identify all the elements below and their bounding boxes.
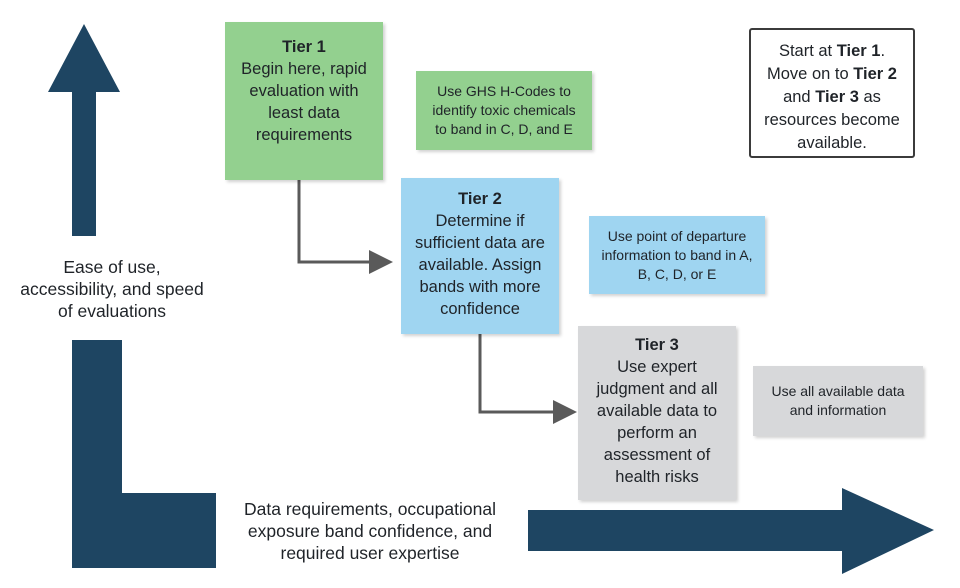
legend-part1: Start at: [778, 42, 837, 60]
horizontal-axis-arrow-base: [72, 340, 216, 568]
tier1-box: Tier 1 Begin here, rapid evaluation with…: [225, 22, 383, 180]
legend-tier1: Tier 1: [836, 42, 881, 60]
horizontal-axis-label-text: Data requirements, occupational exposure…: [244, 499, 496, 563]
legend-part4: as resources become available.: [764, 88, 900, 152]
tier1-title: Tier 1: [282, 38, 326, 56]
horizontal-axis-label: Data requirements, occupational exposure…: [218, 498, 522, 564]
tier2-box: Tier 2 Determine if sufficient data are …: [401, 178, 559, 334]
vertical-axis-arrow: [48, 24, 120, 236]
tier3-text: Use expert judgment and all available da…: [596, 358, 718, 486]
tier3-box: Tier 3 Use expert judgment and all avail…: [578, 326, 736, 500]
tier1-text: Begin here, rapid evaluation with least …: [241, 60, 367, 144]
tier1-note: Use GHS H-Codes to identify toxic chemic…: [416, 71, 592, 150]
tier2-note-text: Use point of departure information to ba…: [601, 227, 753, 282]
tier2-note: Use point of departure information to ba…: [589, 216, 765, 294]
connector-tier2-tier3: [478, 334, 554, 414]
tier2-title: Tier 2: [458, 190, 502, 208]
tier3-title: Tier 3: [635, 336, 679, 354]
connector-tier1-tier2: [297, 180, 370, 264]
vertical-axis-label-text: Ease of use, accessibility, and speed of…: [20, 257, 204, 321]
instructions-box: Start at Tier 1. Move on to Tier 2 and T…: [749, 28, 915, 158]
legend-part3: and: [783, 88, 816, 106]
tier2-text: Determine if sufficient data are availab…: [415, 212, 545, 318]
vertical-axis-label: Ease of use, accessibility, and speed of…: [14, 256, 210, 322]
legend-part2: . Move on to: [767, 42, 886, 83]
legend-tier2: Tier 2: [853, 65, 897, 83]
connector-tier2-arrowhead: [553, 400, 577, 424]
horizontal-axis-arrow-head: [528, 488, 934, 574]
legend-tier3: Tier 3: [815, 88, 859, 106]
tier1-note-text: Use GHS H-Codes to identify toxic chemic…: [432, 83, 576, 137]
tier3-note-text: Use all available data and information: [771, 383, 905, 418]
connector-tier1-arrowhead: [369, 250, 393, 274]
tier3-note: Use all available data and information: [753, 366, 923, 436]
